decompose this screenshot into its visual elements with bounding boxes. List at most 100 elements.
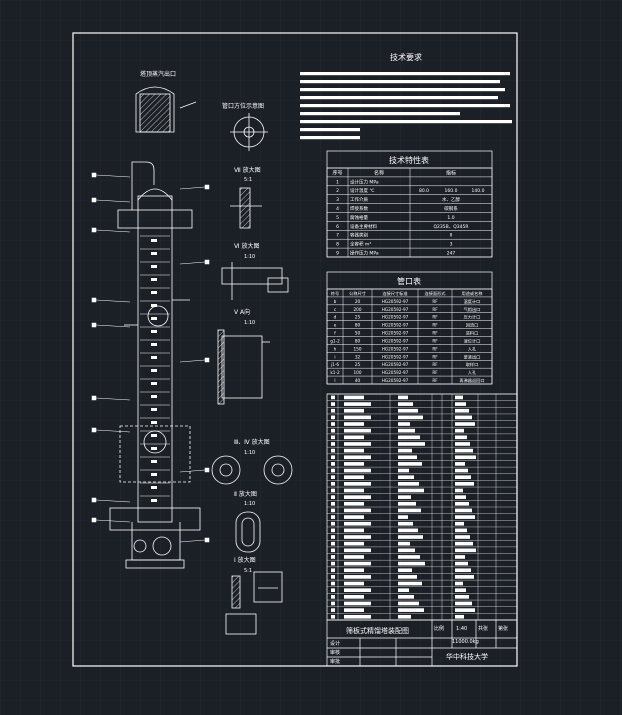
bom-cell-text: [398, 462, 422, 466]
top-detail-view[interactable]: [135, 86, 197, 133]
bom-cell-text: [344, 521, 371, 526]
i-detail-view[interactable]: [225, 571, 283, 635]
bom-cell-text: [398, 588, 409, 593]
leader-line: [95, 324, 131, 328]
bom-cell-no: [331, 535, 335, 539]
nozzle-cell: HG20592-97: [382, 299, 409, 304]
spec-cell-value: 水、乙醇: [442, 196, 460, 203]
callout-marker[interactable]: [91, 517, 97, 523]
ii-detail-view[interactable]: [235, 511, 261, 553]
bom-cell-text: [455, 541, 473, 546]
nozzle-cell: f: [334, 331, 336, 336]
bom-cell-text: [398, 448, 412, 453]
nozzle-orientation-view[interactable]: [230, 113, 268, 151]
spec-header: 指标: [446, 169, 456, 176]
bom-cell-text: [455, 515, 475, 519]
bom-cell-text: [455, 548, 476, 553]
title-school: 华中科技大学: [446, 652, 488, 661]
callout-marker[interactable]: [204, 467, 210, 473]
iii-iv-scale: 1:10: [244, 450, 255, 456]
bom-cell-text: [344, 395, 364, 400]
callout-marker[interactable]: [91, 322, 97, 328]
bom-cell-no: [331, 561, 335, 566]
title-block-frame: [326, 619, 518, 667]
note-line: [300, 128, 360, 132]
vi-label: Ⅵ 放大图: [234, 242, 259, 250]
leader-line: [95, 519, 131, 523]
bom-cell-no: [331, 408, 335, 413]
spec-cell-name: 设备主要材料: [350, 223, 377, 230]
iii-iv-detail-view[interactable]: [211, 455, 293, 485]
nozzle-cell: HG20592-97: [382, 346, 409, 351]
nozzle-cell: 人孔: [468, 369, 477, 376]
spec-cell-value: 80.0: [419, 188, 429, 194]
bom-cell-text: [398, 595, 414, 599]
nozzle-cell: 人孔: [468, 345, 477, 352]
bom-cell-text: [344, 515, 364, 519]
notes-title: 技术要求: [390, 52, 422, 62]
bottom-nozzle[interactable]: [133, 539, 147, 553]
nozzle-header: 公称尺寸: [349, 290, 366, 297]
bom-cell-no: [331, 581, 335, 586]
spec-cell-no: 4: [336, 206, 339, 212]
vi-detail-view[interactable]: [221, 262, 289, 300]
va-wall: [217, 329, 225, 405]
callout-marker[interactable]: [204, 184, 210, 190]
bom-cell-text: [344, 588, 371, 593]
bom-cell-text: [398, 415, 423, 420]
callout-marker[interactable]: [91, 172, 97, 178]
callout-marker[interactable]: [91, 297, 97, 303]
callout-marker[interactable]: [91, 227, 97, 233]
spec-cell-value: 碳钢系: [444, 205, 458, 212]
callout-marker[interactable]: [91, 497, 97, 503]
tray-downcomer: [151, 304, 157, 307]
bom-cell-text: [455, 521, 464, 526]
title-block[interactable]: [326, 619, 518, 667]
spec-cell-name: 设计压力 MPa: [350, 178, 379, 185]
callout-marker[interactable]: [204, 537, 210, 543]
spec-title: 技术特性表: [389, 155, 429, 165]
top-detail-outline: [135, 86, 175, 133]
nozzle-cell: 150: [354, 346, 362, 351]
column-assembly[interactable]: [109, 161, 201, 569]
nozzle-cell: h: [334, 346, 337, 351]
callout-marker[interactable]: [91, 197, 97, 203]
callout-marker[interactable]: [91, 395, 97, 401]
va-detail-view[interactable]: [217, 329, 270, 405]
nozzle-cell: HG20592-97: [382, 323, 409, 328]
bom-cell-text: [398, 402, 413, 406]
note-line: [300, 112, 460, 116]
spec-cell-no: 7: [336, 233, 339, 239]
nozzle-cell: 80: [355, 338, 361, 343]
iii-iv-label: Ⅲ、Ⅳ 放大图: [234, 438, 270, 446]
nozzle-cell: 32: [355, 354, 361, 359]
bom-cell-no: [331, 415, 335, 420]
nozzle-cell: 25: [355, 315, 361, 320]
bom-cell-no: [331, 528, 335, 533]
va-scale: 1:10: [244, 320, 255, 326]
callout-marker[interactable]: [91, 427, 97, 433]
manhole-bottom[interactable]: [152, 536, 172, 556]
column-shell: [137, 195, 173, 523]
manhole-upper[interactable]: [147, 305, 169, 327]
note-line: [300, 136, 360, 140]
callout-marker[interactable]: [204, 259, 210, 265]
ii-slot-outer: [235, 511, 261, 553]
iii-circle: [211, 455, 241, 485]
vi-flange: [267, 277, 289, 293]
spec-header: 名称: [374, 169, 384, 176]
i-box: [253, 571, 283, 603]
bom-cell-no: [331, 568, 335, 573]
title-cell-approve: 审批: [330, 658, 340, 665]
bom-cell-text: [344, 501, 364, 506]
bom-cell-text: [398, 601, 419, 606]
bom-cell-text: [455, 408, 469, 413]
parts-list[interactable]: [326, 393, 518, 621]
bom-cell-text: [455, 482, 474, 486]
vii-detail-view[interactable]: [230, 187, 262, 229]
nozzle-cell: 温度计口: [464, 298, 481, 305]
bom-cell-text: [344, 614, 371, 619]
callout-marker[interactable]: [204, 357, 210, 363]
